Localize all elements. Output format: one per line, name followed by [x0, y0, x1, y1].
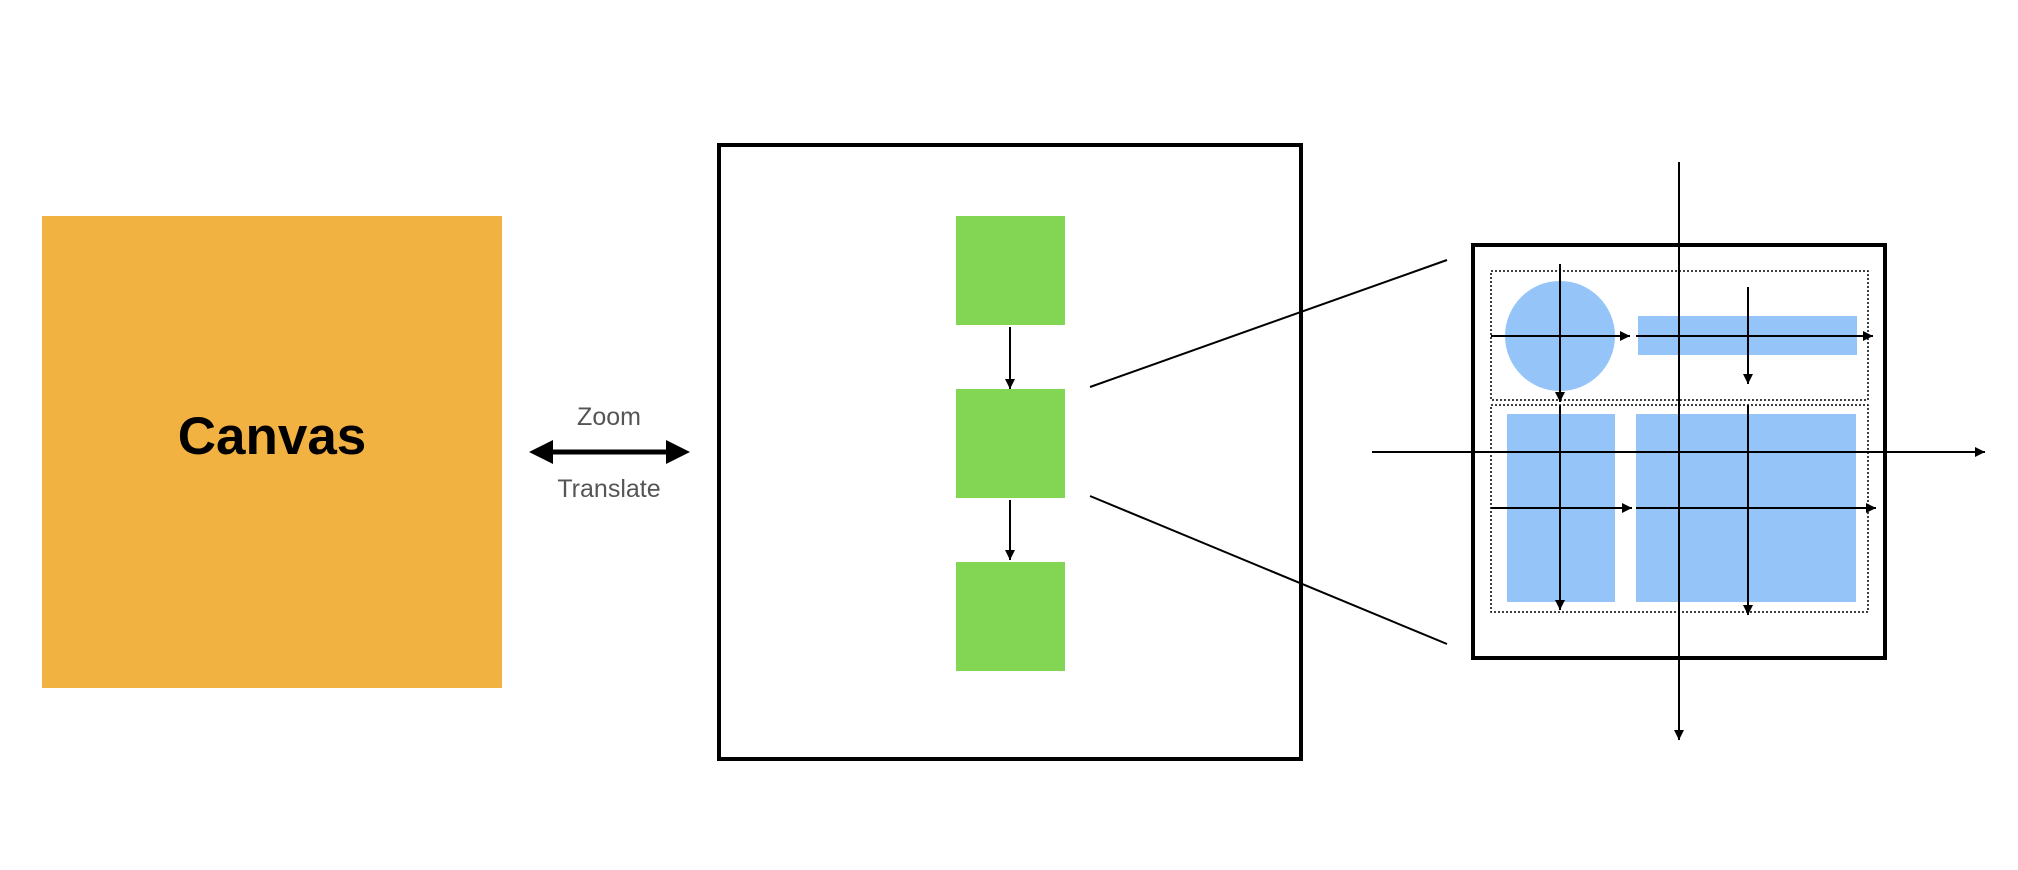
zoom-connector-top	[1089, 259, 1448, 388]
viewport-border	[717, 143, 1303, 761]
green-node-2	[956, 389, 1065, 498]
layout-detail	[1372, 162, 1985, 740]
viewport-frame	[717, 143, 1303, 761]
translate-label: Translate	[557, 475, 660, 503]
arrow-head-right	[666, 440, 690, 464]
arrow-head-left	[529, 440, 553, 464]
green-node-1	[956, 216, 1065, 325]
zoom-translate-arrow: Zoom Translate	[529, 403, 690, 503]
canvas-title: Canvas	[178, 407, 367, 466]
green-node-3	[956, 562, 1065, 671]
zoom-connector-bottom	[1089, 495, 1448, 645]
zoom-label: Zoom	[577, 403, 641, 431]
canvas-block: Canvas	[42, 216, 502, 688]
canvas-rect	[42, 216, 502, 688]
